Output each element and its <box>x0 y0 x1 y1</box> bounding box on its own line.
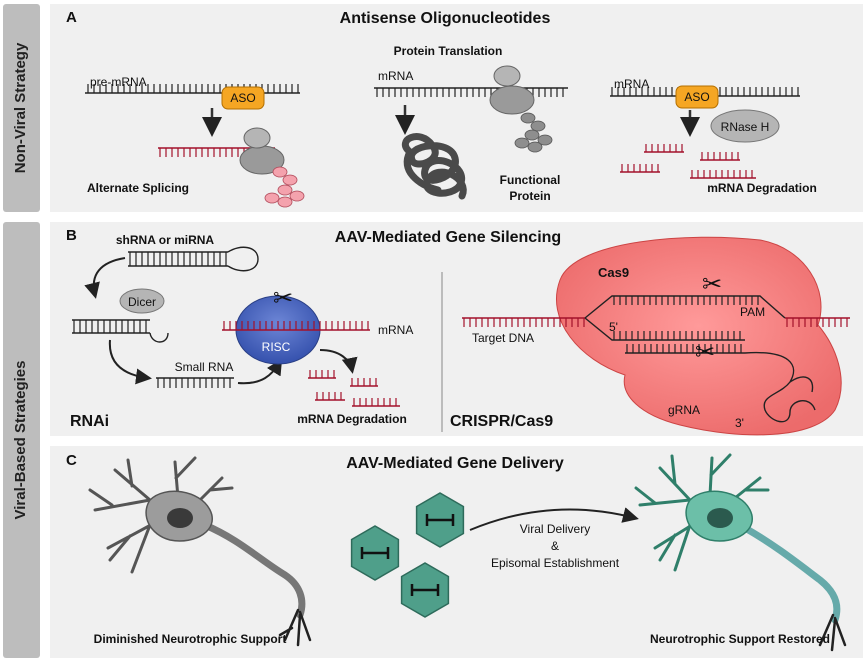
side-label-viral-bg <box>3 222 40 658</box>
alternate-splicing-caption: Alternate Splicing <box>87 181 189 195</box>
arrow-shrna-to-dicer <box>84 257 126 299</box>
arrow-dicer-to-small-rna <box>108 339 152 385</box>
crispr-section-label: CRISPR/Cas9 <box>450 413 553 430</box>
pam-label: PAM <box>740 305 765 319</box>
grna-scaffold <box>744 351 816 423</box>
panel-b-letter: B <box>66 227 77 244</box>
arrow-small-rna-to-risc <box>237 358 283 385</box>
folded-protein <box>401 133 467 200</box>
rnai-section-label: RNAi <box>70 413 109 430</box>
diminished-neuron <box>88 456 312 647</box>
mrna-degradation-caption-a: mRNA Degradation <box>707 181 817 195</box>
small-rna-label: Small RNA <box>175 360 234 374</box>
guide-rna <box>626 344 742 353</box>
mrna-fragments-b <box>308 370 400 407</box>
target-dna-label: Target DNA <box>472 331 534 345</box>
mrna-label-b: mRNA <box>378 323 413 337</box>
cas9-label: Cas9 <box>598 265 629 280</box>
altered-protein-chain <box>264 166 305 208</box>
grna-label: gRNA <box>668 403 700 417</box>
ribosome-small-splicing <box>243 127 271 149</box>
restored-caption: Neurotrophic Support Restored <box>650 632 830 646</box>
aso-label-degradation: ASO <box>684 90 709 104</box>
scissors-risc-icon: ✂ <box>273 285 293 312</box>
restored-neuron <box>634 453 847 652</box>
dicer-substrate <box>73 320 147 333</box>
pre-mrna-strand <box>87 84 299 93</box>
aso-label-splicing: ASO <box>230 91 255 105</box>
aso-badge-splicing <box>221 86 265 110</box>
panel-a-title: Antisense Oligonucleotides <box>340 10 551 27</box>
three-prime-label: 3' <box>735 416 744 430</box>
side-label-viral: Viral-Based Strategies <box>12 361 29 520</box>
side-label-nonviral-bg <box>3 4 40 212</box>
translation-mrna-label: mRNA <box>378 69 413 83</box>
transgene-icon <box>410 584 440 596</box>
panel-a-letter: A <box>66 9 77 26</box>
transgene-icon <box>360 547 390 559</box>
shrna-hairpin <box>129 252 227 266</box>
protein-translation-heading: Protein Translation <box>394 44 503 58</box>
rnase-h-enzyme <box>710 109 780 143</box>
dicer-enzyme <box>119 288 165 314</box>
viral-delivery-line3: Episomal Establishment <box>491 556 620 570</box>
target-mrna-b <box>223 321 369 330</box>
target-dna-strand <box>463 318 848 327</box>
scissors-grna-icon: ✂ <box>695 339 715 366</box>
mrna-fragments-a <box>620 144 756 179</box>
arrow-risc-to-degradation <box>319 349 358 374</box>
unwound-dna <box>613 296 759 340</box>
transgene-icon <box>425 514 455 526</box>
functional-protein-line1: Functional <box>500 173 561 187</box>
diminished-caption: Diminished Neurotrophic Support <box>94 632 287 646</box>
cas9-protein <box>555 236 842 436</box>
nascent-protein-chain <box>514 112 553 153</box>
five-prime-label: 5' <box>609 320 618 334</box>
diminished-neuron-nucleus <box>167 508 193 528</box>
aso-badge-degradation <box>675 85 719 109</box>
dicer-label: Dicer <box>128 295 156 309</box>
ribosome-small-translation <box>493 65 521 87</box>
aav-capsids <box>350 492 465 618</box>
restored-neuron-nucleus <box>707 508 733 528</box>
rnase-h-label: RNase H <box>721 120 770 134</box>
pre-mrna-label: pre-mRNA <box>90 75 147 89</box>
scissors-pam-icon: ✂ <box>702 271 722 298</box>
side-label-nonviral: Non-Viral Strategy <box>12 42 29 173</box>
viral-delivery-line2: & <box>551 539 559 553</box>
risc-label: RISC <box>262 340 291 354</box>
viral-delivery-line1: Viral Delivery <box>520 522 590 536</box>
panel-c-title: AAV-Mediated Gene Delivery <box>346 455 564 472</box>
viral-delivery-arrow <box>469 507 639 531</box>
degradation-mrna-label: mRNA <box>614 77 649 91</box>
functional-protein-line2: Protein <box>509 189 550 203</box>
panel-c-letter: C <box>66 452 77 469</box>
ribosome-large-translation <box>489 85 535 115</box>
panel-c <box>50 446 863 658</box>
panel-b-title: AAV-Mediated Gene Silencing <box>335 229 561 246</box>
small-rna <box>157 378 231 388</box>
shrna-label: shRNA or miRNA <box>116 233 215 247</box>
mrna-degradation-caption-b: mRNA Degradation <box>297 412 407 426</box>
